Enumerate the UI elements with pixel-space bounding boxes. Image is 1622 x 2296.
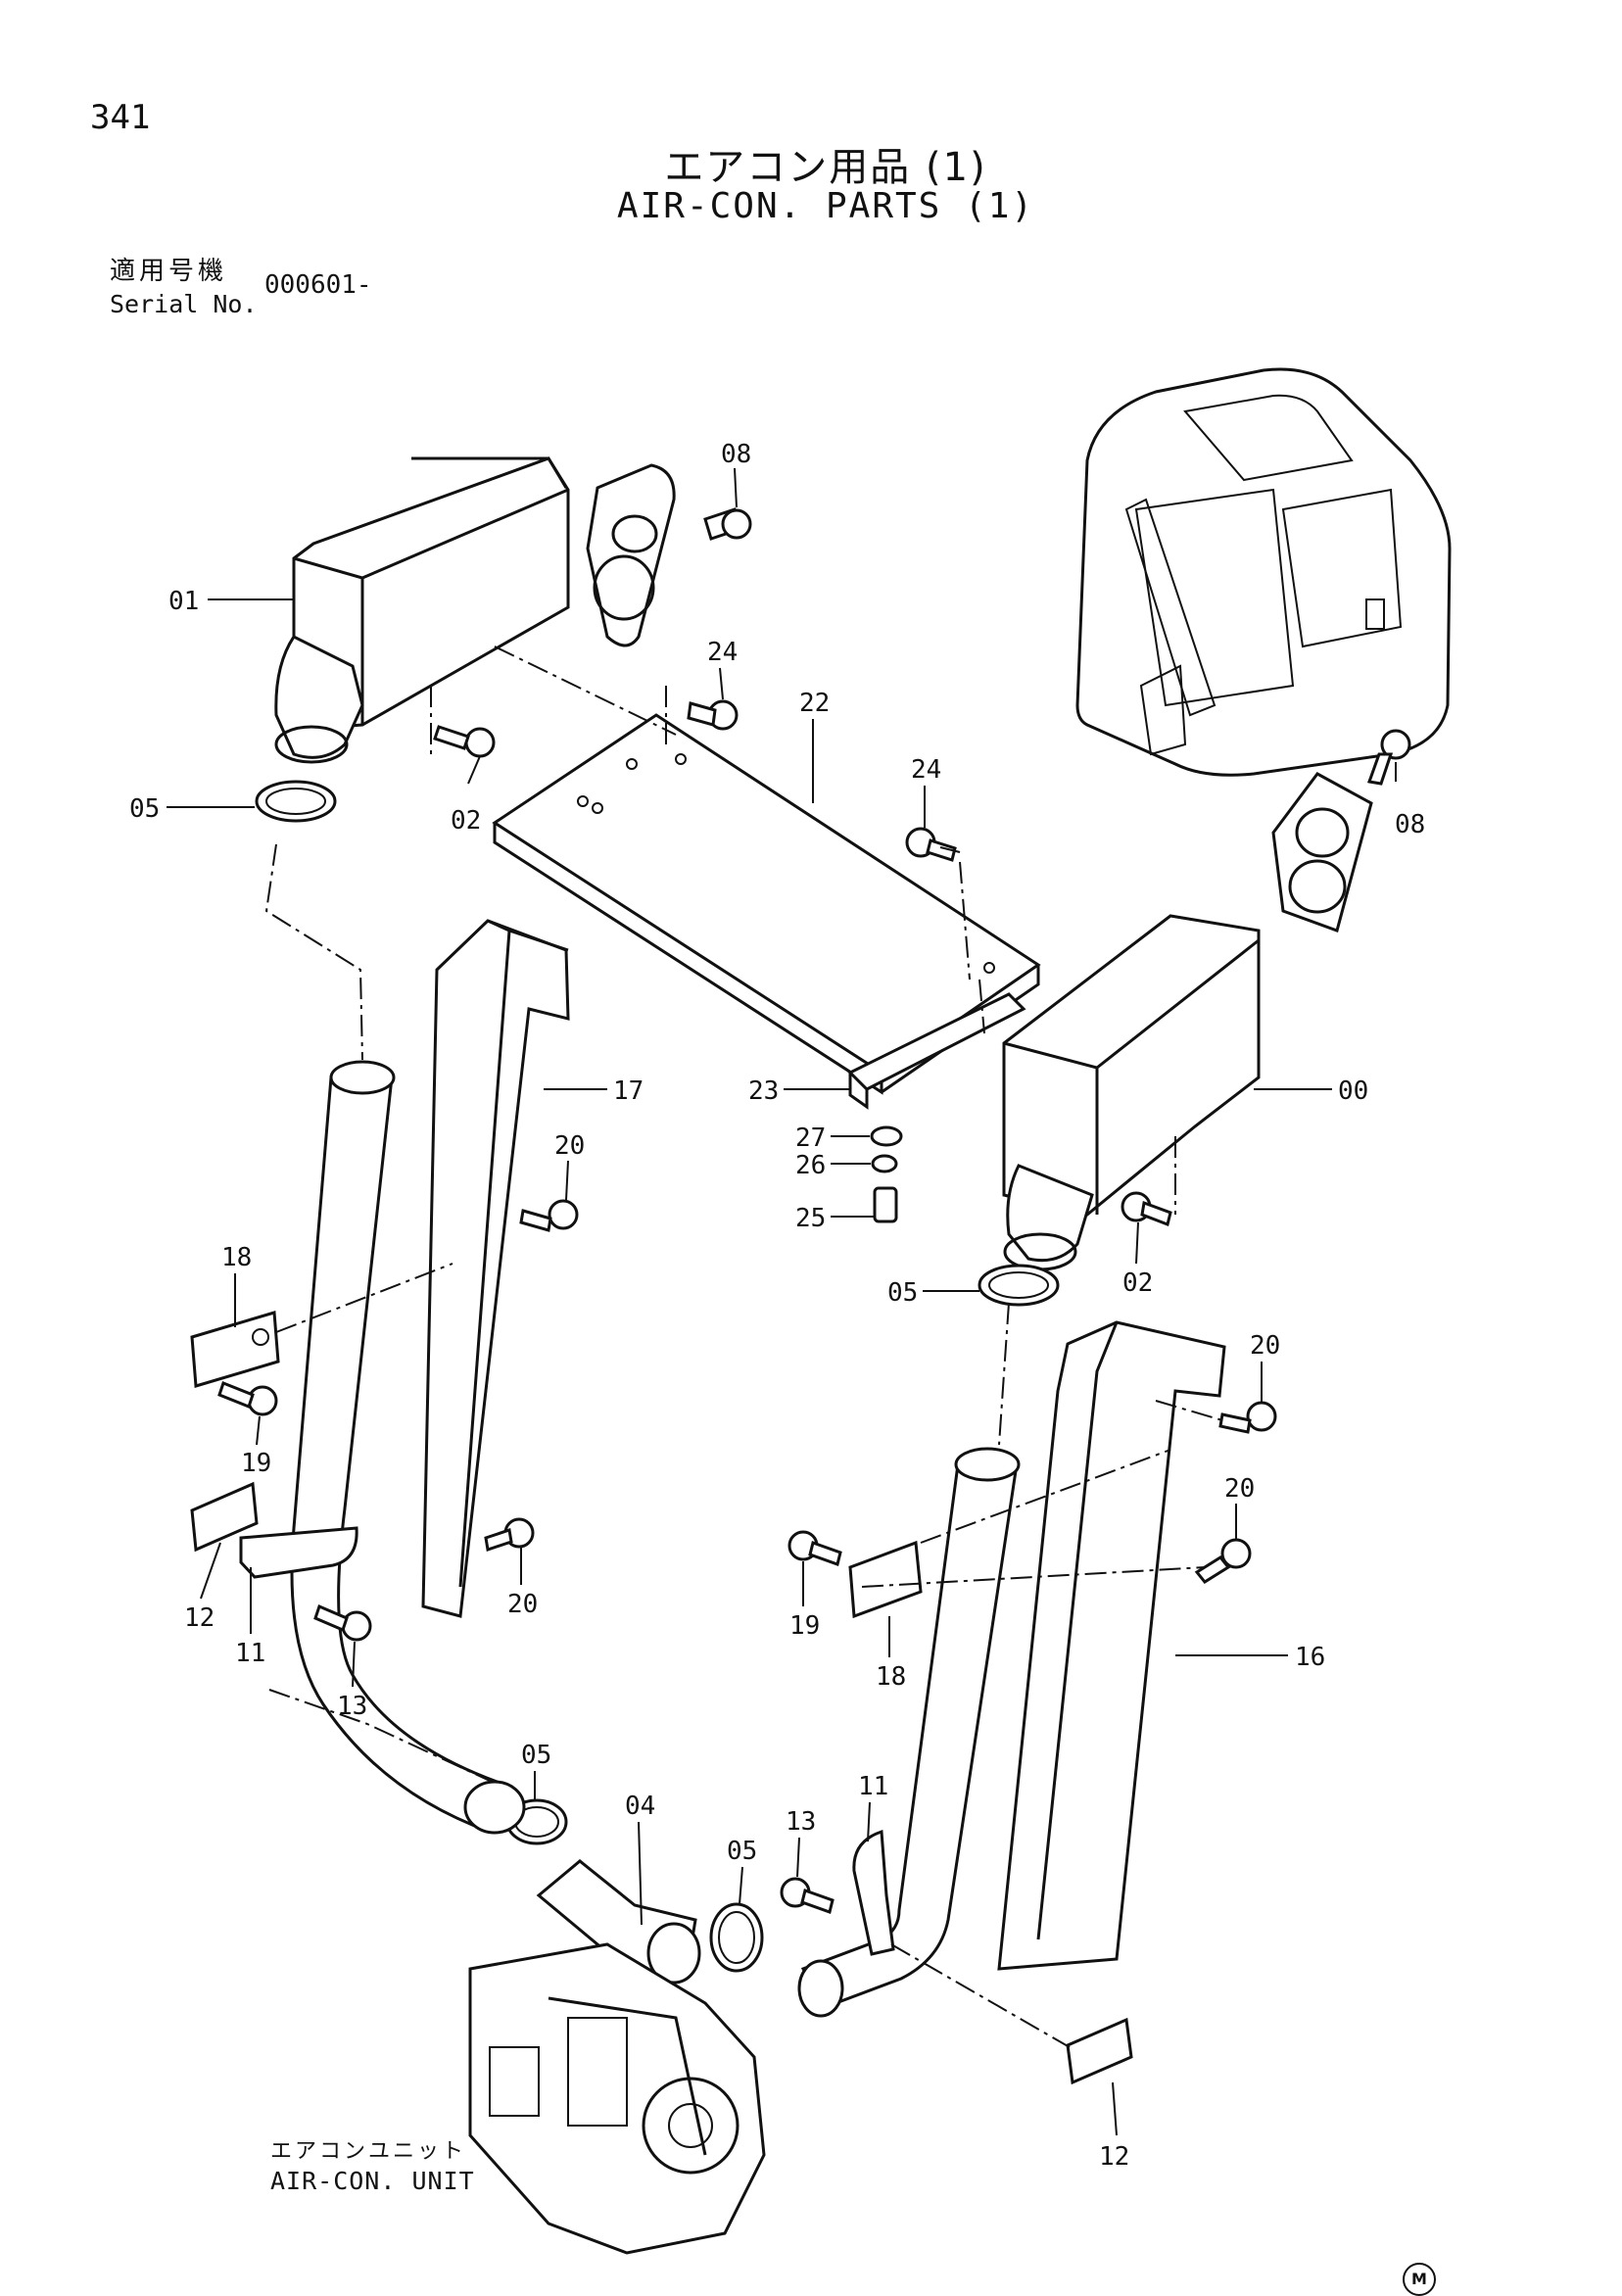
callout-label: 00 — [1338, 1076, 1368, 1106]
unit-label-english: AIR-CON. UNIT — [270, 2167, 475, 2195]
unit-label-japanese: エアコンユニット — [270, 2139, 467, 2164]
strap-part-11-left — [239, 1526, 358, 1579]
callout-label: 22 — [799, 689, 830, 718]
callout-label: 05 — [521, 1741, 551, 1770]
callout-label: 02 — [1122, 1268, 1153, 1298]
hose-clamp-part-05-b — [978, 1264, 1060, 1307]
page-title-english: AIR-CON. PARTS (1) — [616, 186, 1035, 226]
callout-label: 27 — [795, 1124, 826, 1153]
callout-label: 20 — [554, 1131, 585, 1161]
strap-part-11-right — [852, 1829, 895, 1956]
serial-label-japanese: 適用号機 — [110, 257, 228, 286]
callout-label: 26 — [795, 1151, 826, 1180]
callout-label: 02 — [451, 806, 481, 836]
cover-part-17 — [421, 919, 570, 1618]
callout-label: 01 — [168, 587, 199, 616]
plate-part-12-right — [1066, 2017, 1133, 2085]
callout-label: 19 — [789, 1611, 820, 1641]
alignment-lines — [264, 646, 1223, 2048]
bracket-part-18-right — [848, 1540, 923, 1619]
serial-label-english: Serial No. — [110, 290, 258, 318]
tray-part-22 — [492, 713, 1041, 1095]
washer-part-27 — [870, 1125, 903, 1147]
callout-label: 13 — [786, 1807, 816, 1837]
bolt-part-02-upper — [433, 725, 496, 758]
bolt-part-20-lower-left — [484, 1517, 535, 1552]
serial-number-value: 000601- — [264, 270, 372, 300]
callout-label: 20 — [1224, 1474, 1255, 1504]
page-title-japanese: エアコン用品 (1) — [664, 145, 987, 190]
bolt-part-24-upper — [687, 699, 739, 731]
operator-cab-illustration — [1075, 367, 1452, 777]
bolt-part-13-left — [313, 1603, 372, 1642]
duct-part-00 — [1002, 772, 1373, 1271]
callout-leaders — [167, 467, 1397, 2136]
callout-label: 20 — [1250, 1331, 1280, 1361]
bolt-part-19-left — [217, 1381, 278, 1416]
callout-label: 24 — [911, 755, 941, 785]
callout-label: 18 — [221, 1243, 252, 1272]
hose-right — [797, 1447, 1021, 2018]
hose-left — [290, 1060, 526, 1835]
callout-label: 11 — [858, 1772, 888, 1801]
bracket-part-23 — [847, 992, 1026, 1110]
air-con-unit-illustration — [468, 1942, 766, 2255]
bracket-part-18-left — [190, 1311, 280, 1388]
callout-label: 20 — [507, 1590, 538, 1619]
bolt-part-13-right — [780, 1877, 835, 1914]
callout-label: 12 — [1099, 2142, 1129, 2172]
duct-part-01 — [274, 456, 676, 764]
callout-label: 17 — [613, 1076, 644, 1106]
bolt-part-20-upper-right — [1218, 1401, 1277, 1434]
callout-label: 08 — [721, 440, 751, 469]
plate-part-12-left — [190, 1481, 259, 1553]
spring-washer-part-26 — [871, 1154, 898, 1173]
cover-part-16 — [997, 1320, 1226, 1971]
bolt-part-08-right — [1366, 729, 1411, 786]
circled-m-mark: M — [1403, 2263, 1436, 2296]
bolt-part-19-right — [787, 1530, 842, 1566]
callout-label: 25 — [795, 1204, 826, 1233]
callout-label: 05 — [727, 1837, 757, 1866]
bolt-part-25 — [873, 1186, 898, 1223]
bolt-part-02-right — [1121, 1191, 1172, 1227]
hose-clamp-part-05-d — [709, 1902, 764, 1973]
callout-labels: 01 02 05 08 24 22 24 08 17 23 00 27 26 2… — [129, 440, 1425, 2172]
bolt-part-20-upper-left — [519, 1199, 579, 1232]
callout-label: 16 — [1295, 1643, 1325, 1672]
callout-label: 04 — [625, 1792, 655, 1821]
bolt-part-20-lower-right — [1194, 1538, 1252, 1584]
page-number: 341 — [90, 98, 151, 137]
callout-label: 13 — [337, 1692, 367, 1721]
callout-label: 05 — [129, 794, 160, 824]
callout-label: 11 — [235, 1639, 265, 1668]
callout-label: 18 — [876, 1662, 906, 1692]
callout-label: 24 — [707, 638, 738, 667]
callout-label: 23 — [748, 1076, 779, 1106]
callout-label: 08 — [1395, 810, 1425, 839]
callout-label: 12 — [184, 1603, 215, 1633]
bolt-part-08-upper — [703, 507, 752, 541]
bolt-part-24-right — [905, 827, 957, 862]
hose-clamp-part-05-a — [255, 780, 337, 823]
callout-label: 19 — [241, 1449, 271, 1478]
callout-label: 05 — [887, 1278, 918, 1308]
